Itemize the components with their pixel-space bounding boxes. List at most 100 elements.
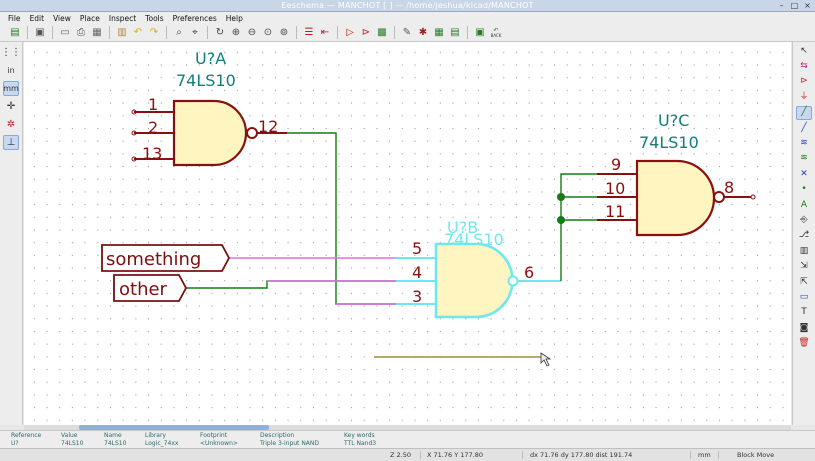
right-toolbar: ↖ ⇆ ⊳ ⏚ ╱ ╱ ≋ ≋ ✕ • A ⎆ ⎇ ▥ ⇲ ⇱ ▭ T ◙ 🗑	[792, 42, 815, 425]
symbol-editor-icon[interactable]: ✱	[418, 26, 428, 38]
find-replace-icon[interactable]: ⌖	[192, 26, 198, 38]
message-panel: Reference U? Value 74LS10 Name 74LS10 Li…	[0, 430, 815, 448]
netlist-icon[interactable]: ▩	[377, 26, 387, 38]
add-image-icon[interactable]: ◙	[799, 322, 809, 333]
menu-file[interactable]: File	[8, 13, 21, 23]
units-mm-button[interactable]: mm	[3, 81, 19, 96]
net-label-other[interactable]: other	[113, 274, 188, 302]
zoom-in-icon[interactable]: ⊕	[231, 26, 241, 38]
junction-2[interactable]	[557, 216, 565, 224]
redo-icon[interactable]: ↷	[149, 26, 159, 38]
menu-help[interactable]: Help	[225, 13, 243, 23]
wire-ub-to-uc[interactable]	[560, 196, 597, 281]
zoom-fit-icon[interactable]: ⊙	[263, 26, 273, 38]
add-power-icon[interactable]: ⏚	[799, 91, 809, 102]
annotate-icon[interactable]: ▷	[346, 26, 354, 38]
menu-preferences[interactable]: Preferences	[172, 13, 217, 23]
add-sheet-pin-icon[interactable]: ⇱	[800, 276, 808, 287]
paste-icon[interactable]: ▥	[117, 26, 127, 38]
hidden-pins-icon[interactable]: ✲	[6, 119, 16, 130]
select-icon[interactable]: ↖	[800, 45, 808, 56]
hierarchy-icon[interactable]: ☰	[304, 26, 314, 38]
wire-ua-to-ub[interactable]	[287, 132, 396, 305]
msg-value: Value 74LS10	[61, 432, 83, 447]
add-wire-entry-icon[interactable]: ≋	[800, 153, 808, 164]
add-bus-icon[interactable]: ╱	[801, 122, 807, 133]
gate-ub-pin-3: 3	[412, 287, 422, 306]
leave-sheet-icon[interactable]: ⇤	[320, 26, 330, 38]
plot-icon[interactable]: ▦	[92, 26, 102, 38]
delete-icon[interactable]: 🗑	[798, 338, 810, 349]
zoom-out-icon[interactable]: ⊖	[247, 26, 257, 38]
menu-edit[interactable]: Edit	[29, 13, 45, 23]
import-sheet-pin-icon[interactable]: ⇲	[800, 261, 808, 272]
wire-angle-icon[interactable]: ⊥	[3, 135, 19, 150]
wire-uc-pin-9[interactable]	[560, 173, 597, 197]
wires	[186, 132, 597, 367]
gate-ua-ref: U?A	[195, 49, 226, 68]
gate-ub-pin-6: 6	[524, 263, 534, 282]
gate-uc-body	[635, 159, 716, 237]
add-net-label-icon[interactable]: A	[800, 199, 808, 210]
gate-ua[interactable]: U?A 74LS10 1 2 13 12	[131, 49, 287, 167]
toolbar-separator	[166, 26, 167, 39]
add-global-label-icon[interactable]: ⎆	[800, 214, 808, 225]
menu-view[interactable]: View	[53, 13, 71, 23]
add-bus-entry-icon[interactable]: ≋	[800, 138, 808, 149]
grid-toggle-icon[interactable]: ⋮⋮	[1, 47, 21, 58]
msg-name: Name 74LS10	[104, 432, 126, 447]
print-icon[interactable]: ⎙	[77, 26, 85, 38]
gate-ua-body	[172, 99, 248, 167]
msg-footprint: Footprint <Unknown>	[200, 432, 238, 447]
menu-tools[interactable]: Tools	[145, 13, 164, 23]
bom-icon[interactable]: ✎	[402, 26, 412, 38]
add-line-icon[interactable]: ▭	[799, 291, 809, 302]
close-button[interactable]: ×	[804, 1, 811, 10]
gate-ua-bubble	[246, 127, 258, 139]
undo-icon[interactable]: ↶	[133, 26, 143, 38]
add-hier-label-icon[interactable]: ⎇	[798, 230, 810, 241]
pcbnew-icon[interactable]: ▣	[475, 26, 485, 38]
junction-1[interactable]	[557, 193, 565, 201]
highlight-net-icon[interactable]: ⇆	[800, 61, 808, 72]
units-inch-button[interactable]: in	[7, 66, 15, 75]
add-junction-icon[interactable]: •	[801, 184, 807, 195]
cursor-shape-icon[interactable]: ✛	[6, 101, 16, 112]
save-icon[interactable]: ▣	[35, 26, 45, 38]
add-symbol-icon[interactable]: ⊳	[800, 76, 808, 87]
zoom-selection-icon[interactable]: ⊚	[279, 26, 289, 38]
back-annotate-glyph: ↶	[493, 26, 499, 34]
net-label-something[interactable]: something	[101, 244, 231, 272]
symbol-browser-icon[interactable]: ▦	[434, 26, 444, 38]
gate-ua-pin-13: 13	[142, 144, 162, 163]
add-wire-icon[interactable]: ╱	[796, 105, 812, 120]
gate-ub[interactable]: U?B 74LS10 5 4 3 6	[396, 218, 561, 319]
window-titlebar: Eeschema — MANCHOT [ ] — /home/jeshua/ki…	[0, 0, 815, 12]
footprint-assign-icon[interactable]: ▤	[450, 26, 460, 38]
minimize-button[interactable]: –	[779, 1, 784, 10]
status-separator	[420, 451, 421, 459]
horizontal-scrollbar[interactable]	[24, 425, 791, 430]
schematic-canvas[interactable]: U?A 74LS10 1 2 13 12 U?B 74LS10 5 4 3 6	[24, 42, 791, 425]
status-separator	[522, 451, 523, 459]
back-annotate-label: BACK	[490, 32, 502, 38]
back-annotate-icon[interactable]: ↶ BACK	[489, 26, 503, 40]
menu-inspect[interactable]: Inspect	[108, 13, 137, 23]
wire-other[interactable]	[186, 280, 396, 289]
msg-footprint-header: Footprint	[200, 432, 228, 439]
add-sheet-icon[interactable]: ▥	[799, 245, 809, 256]
new-icon[interactable]: ▤	[10, 26, 20, 38]
msg-description-header: Description	[260, 432, 295, 439]
erc-icon[interactable]: ⊳	[361, 26, 371, 38]
horizontal-scrollbar-thumb[interactable]	[79, 425, 269, 430]
refresh-icon[interactable]: ↻	[215, 26, 225, 38]
no-connect-icon[interactable]: ✕	[800, 168, 808, 179]
page-settings-icon[interactable]: ▭	[60, 26, 70, 38]
gate-uc-value: 74LS10	[639, 133, 699, 152]
maximize-button[interactable]: □	[790, 1, 799, 10]
menu-place[interactable]: Place	[79, 13, 100, 23]
gate-ub-ref: U?B	[447, 218, 478, 237]
gate-uc[interactable]: U?C 74LS10 9 10 11 8	[597, 111, 756, 237]
find-icon[interactable]: ⌕	[176, 26, 182, 38]
add-text-icon[interactable]: T	[801, 307, 807, 318]
